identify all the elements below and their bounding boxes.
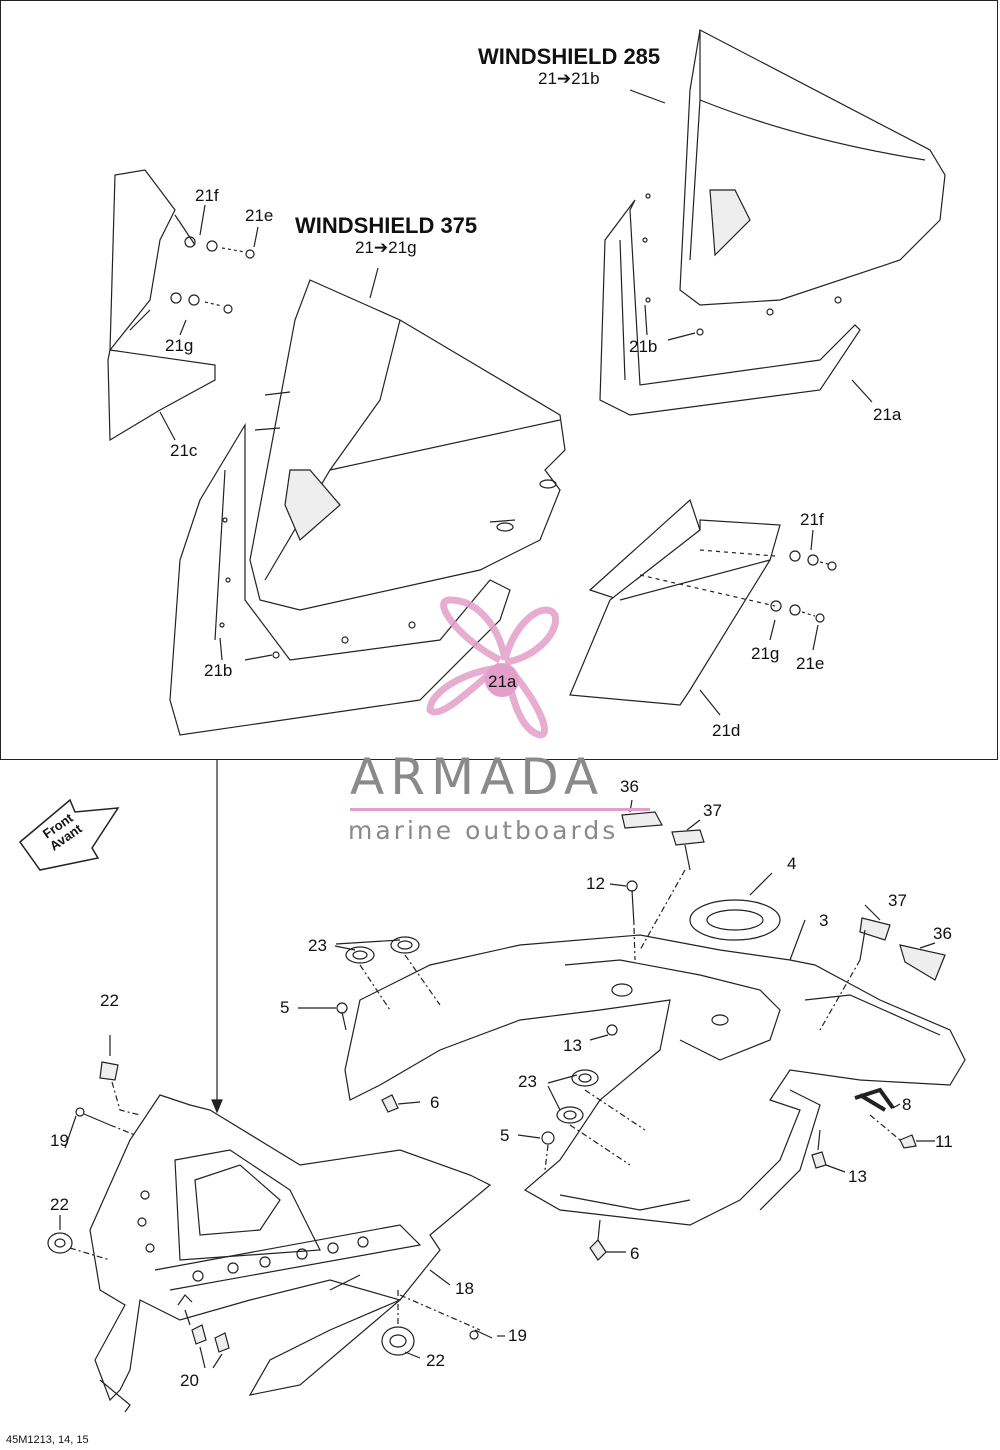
callout-13-mid: 13 (563, 1036, 582, 1055)
watermark-underline (350, 808, 650, 811)
callout-21e-top: 21e (245, 206, 274, 225)
deflector-21d-part (569, 498, 781, 716)
callout-6-bottom: 6 (630, 1244, 640, 1263)
callout-12: 12 (586, 874, 605, 893)
watermark-brand-name: ARMADA (350, 748, 605, 806)
callout-21a-watermark: 21a (488, 672, 517, 691)
callout-23-mid: 23 (518, 1072, 537, 1091)
watermark-tagline: marine outboards (348, 816, 619, 845)
windshield-375-part (169, 267, 566, 736)
callout-36-top: 36 (620, 777, 639, 796)
callout-37-right: 37 (888, 891, 907, 910)
grommets-23 (334, 936, 646, 1166)
callout-21g-top: 21g (165, 336, 194, 355)
callout-13-right: 13 (848, 1167, 867, 1186)
windshield-inset-frame (0, 0, 998, 760)
callout-11: 11 (935, 1132, 953, 1151)
callout-21b-right: 21b (629, 337, 658, 356)
callout-23-top: 23 (308, 936, 327, 955)
front-direction-arrow (18, 798, 120, 871)
diagram-code: 45M1213, 14, 15 (6, 1434, 89, 1446)
callout-18: 18 (455, 1279, 474, 1298)
front-panel-18 (89, 1094, 492, 1413)
callout-4: 4 (787, 854, 797, 873)
windshield-285-range: 21➔21b (538, 69, 600, 88)
callout-21g-right: 21g (751, 644, 780, 663)
callout-19-right: 19 (508, 1326, 527, 1345)
callout-21a-right: 21a (873, 405, 902, 424)
callout-37-top: 37 (703, 801, 722, 820)
callout-5-mid: 5 (500, 1126, 510, 1145)
callout-20: 20 (180, 1371, 199, 1390)
callout-22-left: 22 (50, 1195, 69, 1214)
callout-5-top: 5 (280, 998, 290, 1017)
windshield-375-range: 21➔21g (355, 238, 417, 257)
callout-21d: 21d (712, 721, 741, 740)
callout-6-top: 6 (430, 1093, 440, 1112)
callout-22-bottom: 22 (426, 1351, 445, 1370)
callout-8: 8 (902, 1095, 912, 1114)
hood-assembly-3 (344, 899, 966, 1226)
callout-21e-right: 21e (796, 654, 825, 673)
windshield-285-part (599, 29, 946, 416)
callout-21f-top: 21f (195, 186, 219, 205)
windshield-375-title: WINDSHIELD 375 (295, 213, 478, 238)
watermark-hub (485, 663, 519, 697)
callout-21f-right: 21f (800, 510, 824, 529)
hardware-21efg-right (639, 529, 837, 651)
callout-36-right: 36 (933, 924, 952, 943)
small-fasteners (298, 799, 946, 1261)
callout-22-top: 22 (100, 991, 119, 1010)
windshield-285-title: WINDSHIELD 285 (478, 44, 661, 69)
deflector-21c-part (107, 169, 216, 442)
callout-3: 3 (819, 911, 829, 930)
lower-fasteners (47, 1035, 505, 1369)
callout-21b-left: 21b (204, 661, 233, 680)
hardware-21efg-top (170, 204, 259, 336)
callout-21c: 21c (170, 441, 198, 460)
callout-19-left: 19 (50, 1131, 69, 1150)
